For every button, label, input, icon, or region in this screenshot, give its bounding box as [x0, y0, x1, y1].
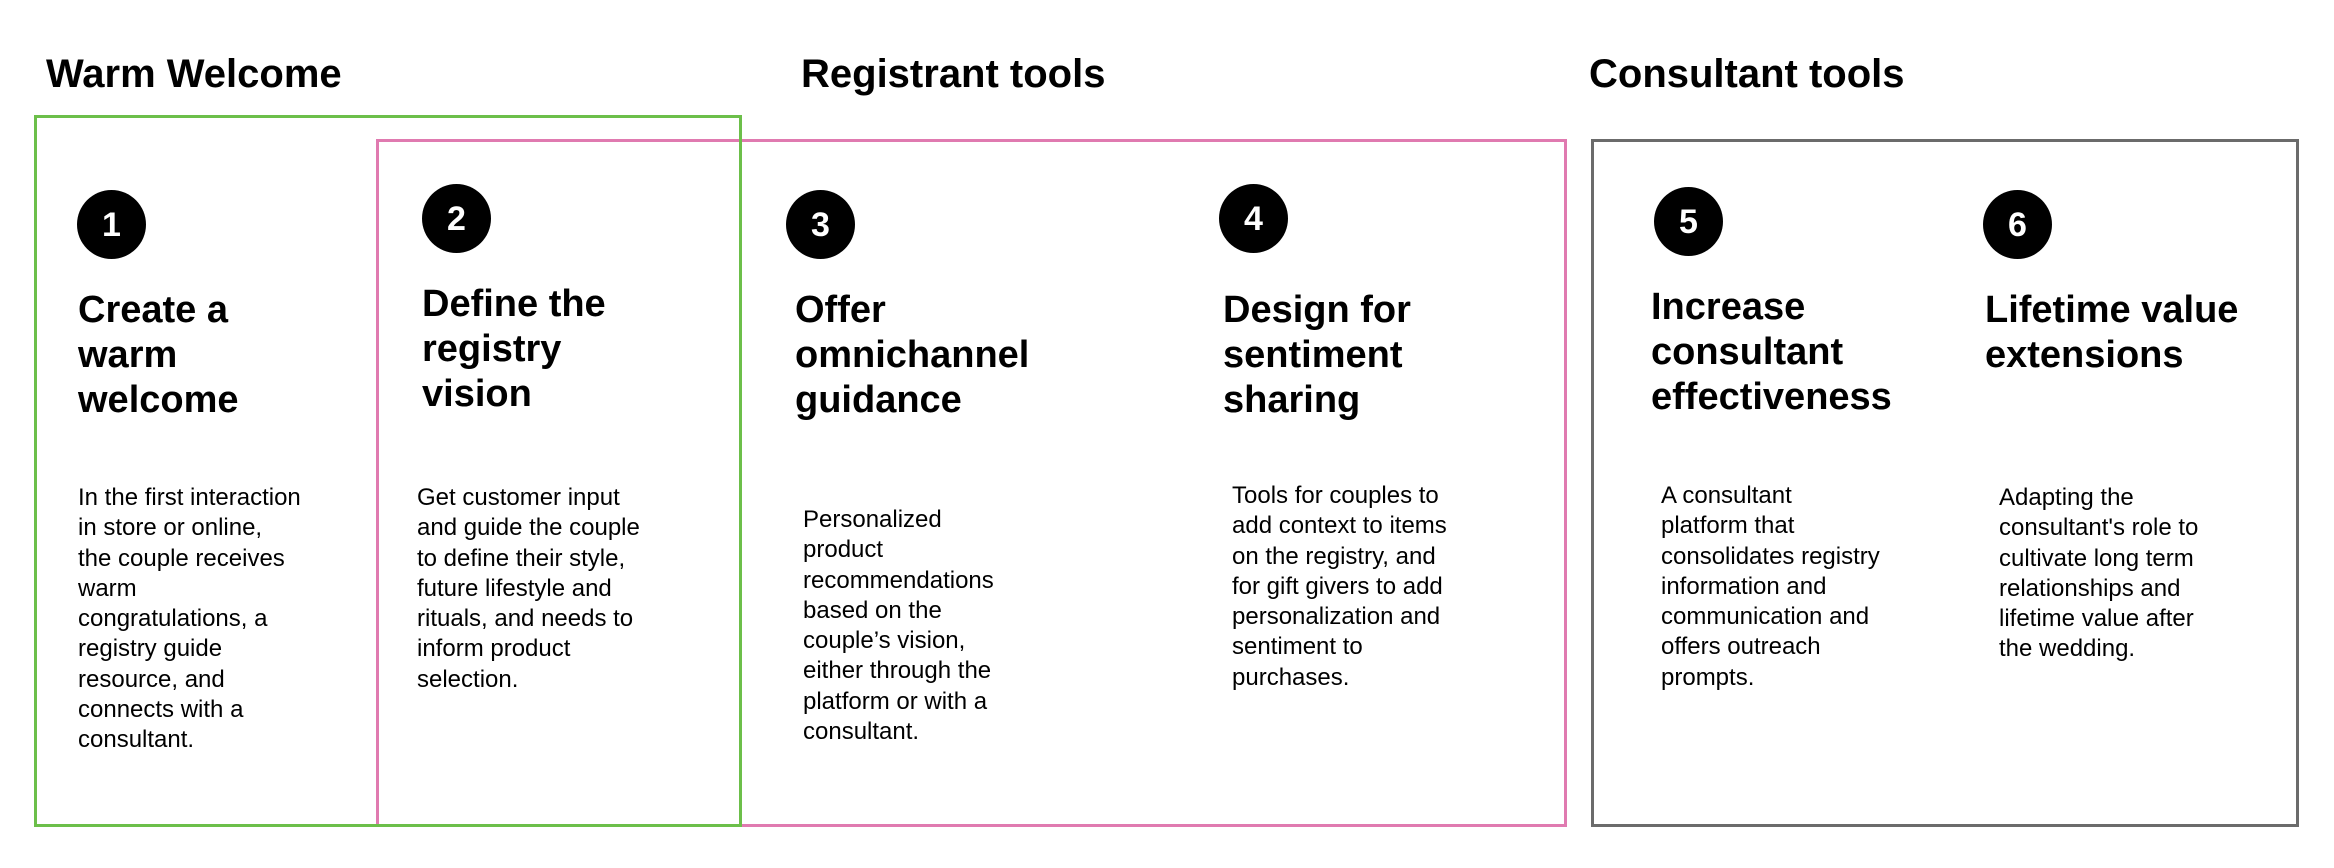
step-description-4-line: for gift givers to add — [1232, 572, 1443, 600]
step-description-3-line: either through the — [803, 657, 992, 685]
step-description-5-line: A consultant — [1661, 482, 1792, 509]
step-description-2-line: rituals, and needs to — [417, 605, 634, 633]
step-description-5: A consultant platform that consolidates … — [1661, 481, 1880, 693]
step-number-badge-2: 2 — [422, 184, 491, 253]
step-title-2-line: vision — [422, 373, 532, 415]
step-description-1-line: In the first interaction — [78, 484, 301, 511]
step-description-6: Adapting the consultant's role to cultiv… — [1999, 483, 2198, 665]
step-description-2-line: selection. — [417, 665, 519, 693]
step-description-4-line: add context to items — [1232, 512, 1447, 540]
step-description-2-line: to define their style, — [417, 544, 626, 572]
step-title-3: Offer omnichannel guidance — [795, 288, 1029, 423]
step-title-1-line: Create a — [78, 289, 228, 331]
step-title-4: Design for sentiment sharing — [1223, 288, 1411, 423]
step-description-5-line: prompts. — [1661, 663, 1755, 691]
step-description-6-line: consultant's role to — [1999, 514, 2199, 542]
step-description-3-line: Personalized — [803, 506, 942, 533]
consultant-tools-frame — [1591, 139, 2299, 827]
step-description-6-line: cultivate long term — [1999, 544, 2194, 572]
step-description-4-line: Tools for couples to — [1232, 482, 1439, 509]
step-number-badge-6: 6 — [1983, 190, 2052, 259]
step-description-6-line: relationships and — [1999, 574, 2181, 602]
step-description-4-line: personalization and — [1232, 603, 1441, 631]
step-description-2-line: inform product — [417, 635, 571, 663]
step-description-2-line: and guide the couple — [417, 514, 640, 542]
step-description-2-line: Get customer input — [417, 484, 620, 511]
step-description-4: Tools for couples to add context to item… — [1232, 481, 1447, 693]
step-description-1-line: connects with a — [78, 696, 244, 724]
warm-welcome-frame — [34, 115, 742, 827]
step-description-3: Personalized product recommendations bas… — [803, 505, 994, 747]
step-title-5-line: consultant — [1651, 331, 1844, 373]
step-description-3-line: consultant. — [803, 718, 920, 746]
group-title-warm-welcome: Warm Welcome — [46, 52, 342, 96]
step-description-1-line: in store or online, — [78, 514, 263, 542]
step-title-4-line: sharing — [1223, 379, 1361, 421]
step-title-3-line: guidance — [795, 379, 962, 421]
step-description-1-line: registry guide — [78, 635, 223, 663]
step-description-4-line: sentiment to — [1232, 633, 1363, 661]
step-description-4-line: purchases. — [1232, 663, 1350, 691]
step-description-1-line: resource, and — [78, 665, 225, 693]
step-title-2-line: registry — [422, 328, 562, 370]
step-description-1-line: congratulations, a — [78, 605, 268, 633]
step-title-4-line: sentiment — [1223, 334, 1403, 376]
step-description-1: In the first interaction in store or onl… — [78, 483, 301, 756]
step-description-6-line: Adapting the — [1999, 484, 2134, 511]
step-title-5-line: Increase — [1651, 286, 1806, 328]
step-description-5-line: information and — [1661, 572, 1827, 600]
step-description-5-line: platform that — [1661, 512, 1795, 540]
step-description-1-line: warm — [78, 574, 137, 602]
step-description-4-line: on the registry, and — [1232, 542, 1436, 570]
step-description-3-line: couple’s vision, — [803, 627, 966, 655]
step-description-2: Get customer input and guide the couple … — [417, 483, 640, 695]
step-title-1-line: warm — [78, 334, 178, 376]
step-title-6-line: Lifetime value — [1985, 289, 2239, 331]
step-title-6-line: extensions — [1985, 334, 2184, 376]
step-description-5-line: communication and — [1661, 603, 1870, 631]
step-description-5-line: offers outreach — [1661, 633, 1821, 661]
step-number-badge-3: 3 — [786, 190, 855, 259]
step-description-3-line: based on the — [803, 596, 942, 624]
step-description-1-line: consultant. — [78, 726, 195, 754]
step-title-1: Create a warm welcome — [78, 288, 239, 423]
step-description-3-line: platform or with a — [803, 687, 988, 715]
group-title-consultant-tools: Consultant tools — [1589, 52, 1905, 96]
registrant-tools-frame — [376, 139, 1567, 827]
step-description-6-line: the wedding. — [1999, 635, 2136, 663]
step-title-6: Lifetime value extensions — [1985, 288, 2238, 378]
step-title-2: Define the registry vision — [422, 282, 606, 417]
step-title-5: Increase consultant effectiveness — [1651, 285, 1892, 420]
group-title-registrant-tools: Registrant tools — [801, 52, 1106, 96]
step-title-3-line: omnichannel — [795, 334, 1030, 376]
step-description-3-line: recommendations — [803, 566, 994, 594]
step-description-3-line: product — [803, 536, 884, 564]
step-description-2-line: future lifestyle and — [417, 574, 612, 602]
step-title-2-line: Define the — [422, 283, 606, 325]
step-description-6-line: lifetime value after — [1999, 605, 2194, 633]
step-number-badge-1: 1 — [77, 190, 146, 259]
step-description-5-line: consolidates registry — [1661, 542, 1880, 570]
step-title-4-line: Design for — [1223, 289, 1411, 331]
step-description-1-line: the couple receives — [78, 544, 285, 572]
step-number-badge-4: 4 — [1219, 184, 1288, 253]
step-title-3-line: Offer — [795, 289, 886, 331]
step-number-badge-5: 5 — [1654, 187, 1723, 256]
step-title-5-line: effectiveness — [1651, 376, 1892, 418]
step-title-1-line: welcome — [78, 379, 239, 421]
